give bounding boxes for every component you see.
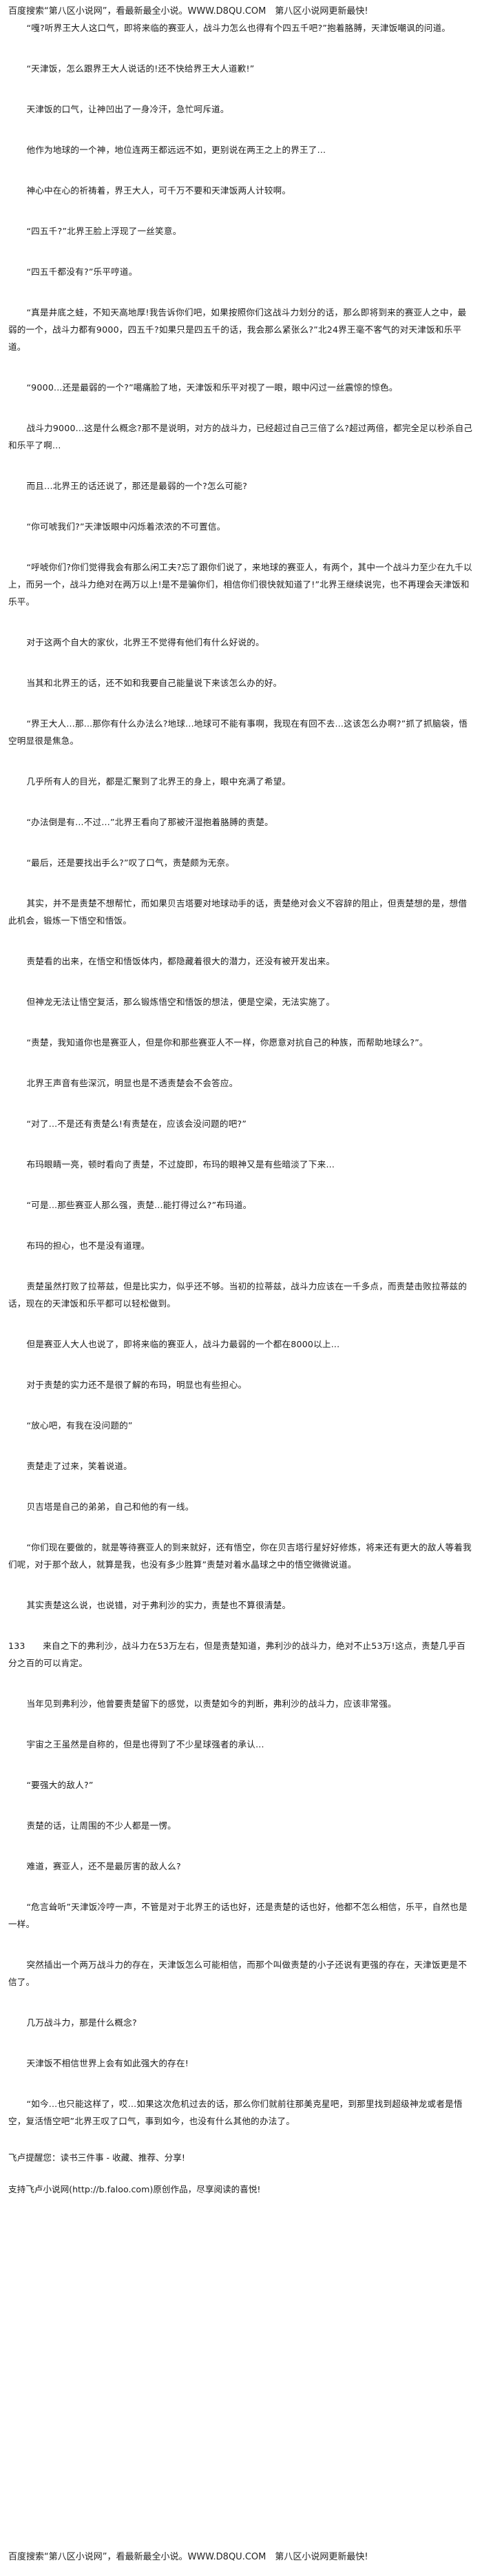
- paragraph: “要强大的敌人?”: [26, 1780, 94, 1790]
- paragraph: 其实，并不是责楚不想帮忙，而如果贝吉塔要对地球动手的话，责楚绝对会义不容辞的阻止…: [8, 898, 468, 926]
- paragraph: 布玛的担心，也不是没有道理。: [26, 1240, 150, 1251]
- paragraph: “对了...不是还有责楚么!有责楚在，应该会没问题的吧?”: [26, 1119, 247, 1129]
- paragraph: 天津饭不相信世界上会有如此强大的存在!: [26, 2058, 189, 2068]
- paragraph: 责楚虽然打败了拉蒂兹，但是比实力，似乎还不够。当初的拉蒂兹，战斗力应该在一千多点…: [8, 1281, 468, 1309]
- paragraph: “可是...那些赛亚人那么强，责楚...能打得过么?”布玛道。: [26, 1200, 252, 1210]
- paragraph: 他作为地球的一个神，地位连两王都远远不如，更别说在两王之上的界王了...: [26, 145, 326, 155]
- paragraph: “放心吧，有我在没问题的”: [26, 1420, 133, 1431]
- paragraph: 但神龙无法让悟空复活，那么锻炼悟空和悟饭的想法，便是空梁，无法实施了。: [26, 997, 335, 1007]
- paragraph: “最后，还是要找出手么?”叹了口气，责楚颇为无奈。: [26, 858, 235, 868]
- paragraph: 北界王声音有些深沉，明显也是不透责楚会不会答应。: [26, 1078, 238, 1088]
- paragraph: “你们现在要做的，就是等待赛亚人的到来就好，还有悟空，你在贝吉塔行星好好修炼，将…: [8, 1542, 472, 1570]
- paragraph: “四五千都没有?”乐平哼道。: [26, 267, 138, 277]
- paragraph: “呼唬你们?你们觉得我会有那么闲工夫?忘了跟你们说了，来地球的赛亚人，有两个，其…: [8, 562, 472, 607]
- paragraph: “办法倒是有...不过...”北界王看向了那被汗湿抱着胳膊的责楚。: [26, 817, 273, 827]
- paragraph: “真是井底之蛙，不知天高地厚!我告诉你们吧，如果按照你们这战斗力划分的话，那么即…: [8, 307, 467, 352]
- paragraph: “责楚，我知道你也是赛亚人，但是你和那些赛亚人不一样，你愿意对抗自己的种族，而帮…: [26, 1037, 428, 1048]
- paragraph: 而且...北界王的话还说了，那还是最弱的一个?怎么可能?: [26, 481, 248, 491]
- paragraph: “嘎?听界王大人这口气，即将来临的赛亚人，战斗力怎么也得有个四五千吧?”抱着胳膊…: [26, 23, 451, 33]
- paragraph: 宇宙之王虽然是自称的，但是也得到了不少星球强者的承认...: [26, 1739, 264, 1749]
- paragraph: “你可唬我们?”天津饭眼中闪烁着浓浓的不可置信。: [26, 521, 226, 532]
- paragraph-with-chapter-number: 133 来自之下的弗利沙，战斗力在53万左右，但是责楚知道，弗利沙的战斗力，绝对…: [8, 1637, 474, 1672]
- paragraph: “界王大人...那...那你有什么办法么?地球...地球可不能有事啊，我现在有回…: [8, 718, 468, 746]
- paragraph: 责楚的话，让周围的不少人都是一愣。: [26, 1820, 176, 1831]
- site-banner-top: 百度搜索“第八区小说网”，看最新最全小说。WWW.D8QU.COM 第八区小说网…: [8, 6, 368, 17]
- chapter-content: “嘎?听界王大人这口气，即将来临的赛亚人，战斗力怎么也得有个四五千吧?”抱着胳膊…: [8, 19, 474, 2197]
- paragraph: 天津饭的口气，让神凹出了一身冷汗，急忙呵斥道。: [26, 104, 229, 114]
- footer-support: 支持飞卢小说网(http://b.faloo.com)原创作品，尽享阅读的喜悦!: [8, 2184, 261, 2194]
- footer-notice: 飞卢提醒您：读书三件事 - 收藏、推荐、分享!: [8, 2152, 185, 2163]
- paragraph: 责楚看的出来，在悟空和悟饭体内，都隐藏着很大的潜力，还没有被开发出来。: [26, 956, 335, 966]
- paragraph: 战斗力9000...这是什么概念?那不是说明，对方的战斗力，已经超过自己三倍了么…: [8, 423, 473, 450]
- site-banner-bottom: 百度搜索“第八区小说网”，看最新最全小说。WWW.D8QU.COM 第八区小说网…: [8, 2552, 368, 2562]
- paragraph: 几乎所有人的目光，都是汇聚到了北界王的身上，眼中充满了希望。: [26, 776, 291, 787]
- paragraph: 布玛眼睛一亮，顿时看向了责楚，不过旋即，布玛的眼神又是有些暗淡了下来...: [26, 1159, 335, 1170]
- paragraph: “如今...也只能这样了，哎...如果这次危机过去的话，那么你们就前往那美克星吧…: [8, 2099, 463, 2126]
- paragraph: 神心中在心的祈祷着，界王大人，可千万不要和天津饭两人计较啊。: [26, 185, 291, 196]
- paragraph: 当年见到弗利沙，他曾要责楚留下的感觉，以责楚如今的判断，弗利沙的战斗力，应该非常…: [26, 1699, 397, 1709]
- paragraph: “天津饭，怎么跟界王大人说话的!还不快给界王大人道歉!”: [26, 63, 255, 74]
- paragraph: 难道，赛亚人，还不是最厉害的敌人么?: [26, 1861, 181, 1871]
- chapter-number: 133: [8, 1641, 25, 1651]
- paragraph: 其实责楚这么说，也说错，对于弗利沙的实力，责楚也不算很清楚。: [26, 1600, 291, 1610]
- paragraph: 责楚走了过来，笑着说道。: [26, 1461, 132, 1471]
- paragraph: 几万战斗力，那是什么概念?: [26, 2017, 137, 2028]
- paragraph-text: 来自之下的弗利沙，战斗力在53万左右，但是责楚知道，弗利沙的战斗力，绝对不止53…: [8, 1641, 466, 1668]
- paragraph: “危言耸听”天津饭冷哼一声，不管是对于北界王的话也好，还是责楚的话也好，他都不怎…: [8, 1902, 468, 1929]
- paragraph: 对于这两个自大的家伙，北界王不觉得有他们有什么好说的。: [26, 637, 264, 647]
- paragraph: “9000...还是最弱的一个?”噶痛脸了地，天津饭和乐平对视了一眼，眼中闪过一…: [26, 382, 398, 393]
- paragraph: 对于责楚的实力还不是很了解的布玛，明显也有些担心。: [26, 1380, 247, 1390]
- paragraph: 但是赛亚人大人也说了，即将来临的赛亚人，战斗力最弱的一个都在8000以上...: [26, 1339, 340, 1349]
- paragraph: 贝吉塔是自己的弟弟，自己和他的有一线。: [26, 1502, 194, 1512]
- paragraph: 当其和北界王的话，还不如和我要自己能量说下来该怎么办的好。: [26, 678, 282, 688]
- paragraph: “四五千?”北界王脸上浮现了一丝笑意。: [26, 226, 182, 236]
- paragraph: 突然插出一个两万战斗力的存在，天津饭怎么可能相信，而那个叫做责楚的小子还说有更强…: [8, 1960, 468, 1987]
